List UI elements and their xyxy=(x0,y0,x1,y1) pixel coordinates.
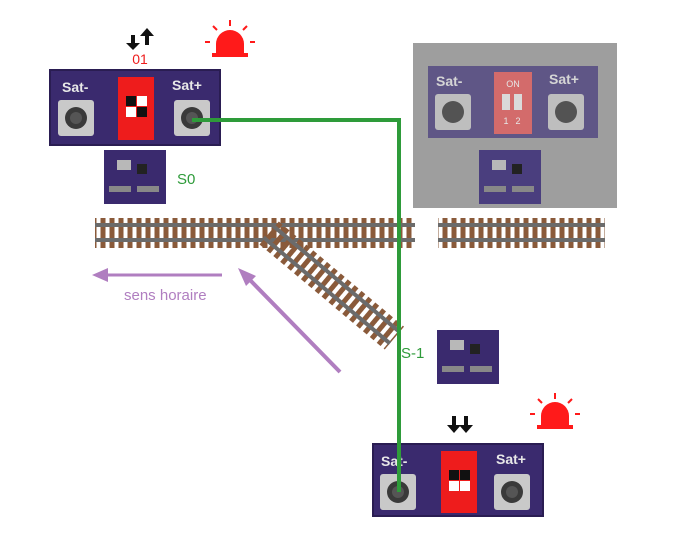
board-top-right: ON 1 2 Sat- Sat+ xyxy=(428,66,598,138)
right-track xyxy=(438,218,605,248)
direction-label: sens horaire xyxy=(124,287,207,304)
satellite-label-s-1: S-1 xyxy=(401,345,424,362)
main-track xyxy=(95,218,415,248)
sat-minus-label-top-left: Sat- xyxy=(62,79,89,95)
alarm-light-icon xyxy=(205,20,255,57)
sat-plus-label-top-left: Sat+ xyxy=(172,77,202,93)
sat-minus-label-bottom: Sat- xyxy=(381,453,408,469)
board-top-left: Sat- Sat+ xyxy=(49,69,221,146)
satellite-label-s0: S0 xyxy=(177,171,195,188)
dip-switch-top-right[interactable]: ON 1 2 xyxy=(494,72,532,134)
sat-minus-button-top-left[interactable] xyxy=(58,100,94,136)
address-label: 01 xyxy=(132,51,148,67)
arrow-down-up-icon xyxy=(126,28,154,50)
board-bottom: Sat- Sat+ xyxy=(372,443,544,517)
dip-switch-top-left[interactable] xyxy=(118,77,154,140)
sat-plus-button-bottom[interactable] xyxy=(494,474,530,510)
direction-arrow-diagonal xyxy=(238,268,342,374)
switch-2-label: 2 xyxy=(515,116,520,126)
alarm-light-icon-bottom xyxy=(530,393,580,429)
switch-on-label: ON xyxy=(506,79,520,89)
direction-arrow-left xyxy=(92,268,222,282)
sat-plus-label-bottom: Sat+ xyxy=(496,451,526,467)
signal-wire xyxy=(192,118,401,492)
satellite-module-s0 xyxy=(104,150,166,204)
sat-minus-button-top-right[interactable] xyxy=(435,94,471,130)
sat-plus-button-top-right[interactable] xyxy=(548,94,584,130)
satellite-module-s-1 xyxy=(437,330,499,384)
arrow-down-down-icon xyxy=(447,416,473,433)
satellite-module-grey xyxy=(479,150,541,204)
sat-plus-label-top-right: Sat+ xyxy=(549,71,579,87)
diverging-track xyxy=(258,220,405,350)
switch-1-label: 1 xyxy=(503,116,508,126)
sat-minus-label-top-right: Sat- xyxy=(436,73,463,89)
dip-switch-bottom[interactable] xyxy=(441,451,477,513)
